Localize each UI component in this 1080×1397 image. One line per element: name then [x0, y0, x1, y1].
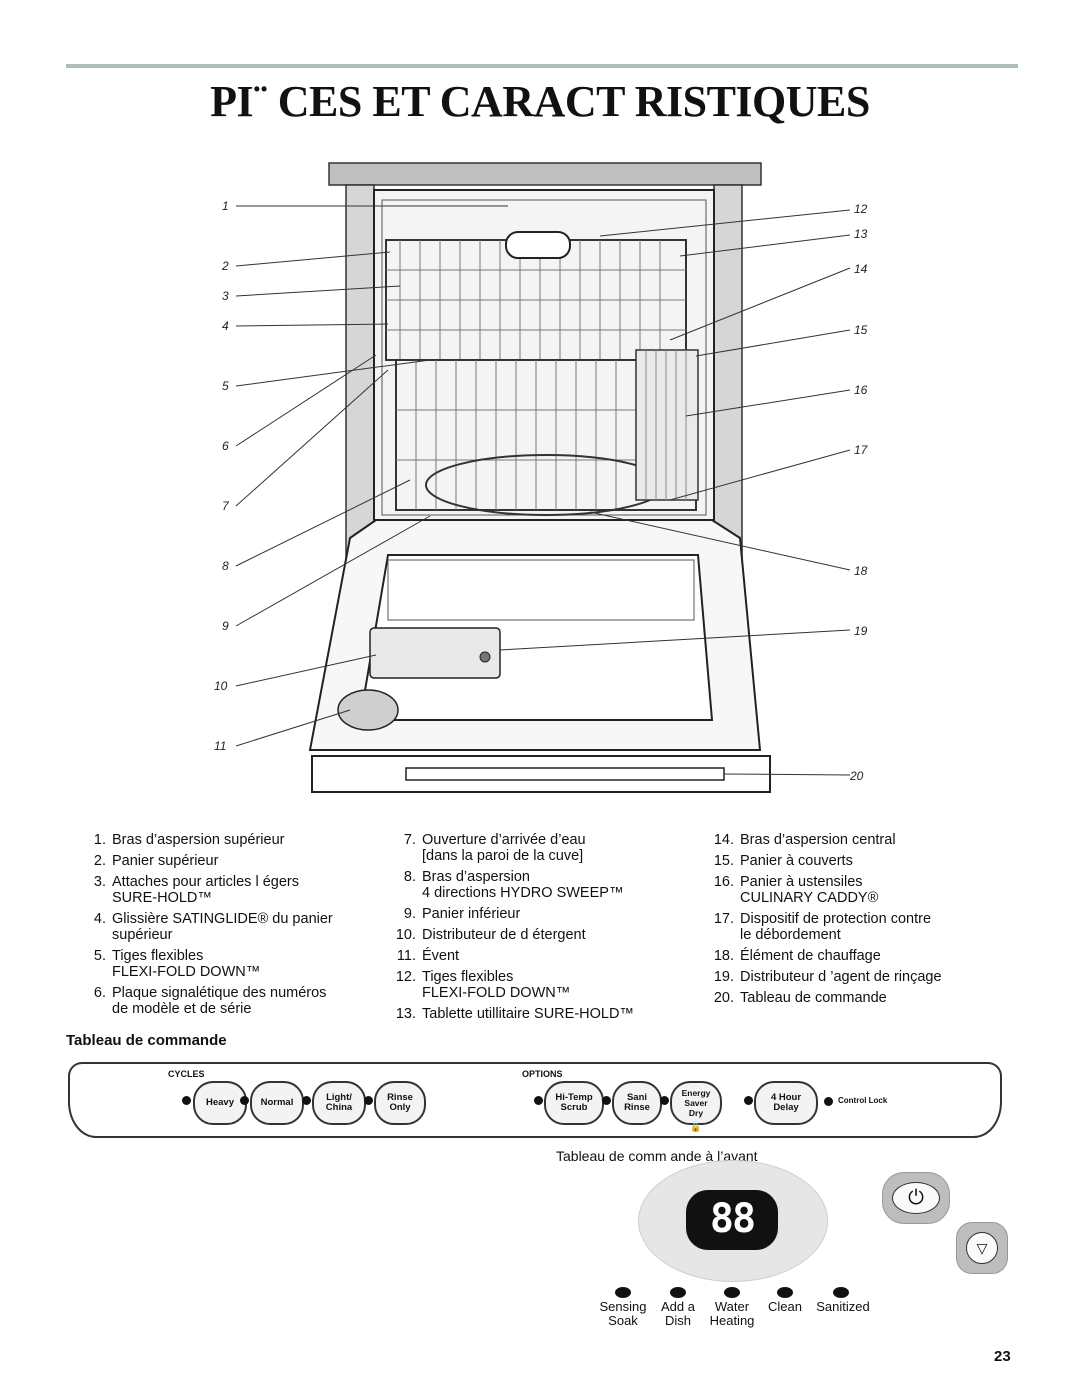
callout-7: 7	[222, 499, 229, 513]
legend-item: 5.Tiges flexibles FLEXI-FOLD DOWN™	[93, 948, 261, 980]
legend-item: 10.Distributeur de d étergent	[395, 927, 586, 943]
start-button[interactable]: ▽	[956, 1222, 1008, 1274]
callout-10: 10	[214, 679, 228, 693]
legend-item: 14.Bras d’aspersion central	[713, 832, 896, 848]
cycles-caption: CYCLES	[168, 1069, 205, 1079]
power-button[interactable]: ⏻	[882, 1172, 950, 1224]
display-digits: 88	[709, 1196, 756, 1242]
legend-item: 19.Distributeur d ’agent de rinçage	[713, 969, 942, 985]
callout-1: 1	[222, 199, 229, 213]
callout-16: 16	[854, 383, 868, 397]
callout-19: 19	[854, 624, 868, 638]
hi-temp-scrub-button[interactable]: Hi-Temp Scrub	[544, 1081, 604, 1125]
legend-item: 9.Panier inférieur	[403, 906, 521, 922]
control-lock-label: Control Lock	[838, 1096, 888, 1105]
page-title: PI¨ CES ET CARACT RISTIQUES	[210, 77, 870, 126]
sani-rinse-led	[602, 1096, 611, 1105]
water-heating-led	[724, 1287, 740, 1298]
clean-led	[777, 1287, 793, 1298]
normal-button[interactable]: Normal	[250, 1081, 304, 1125]
callout-14: 14	[854, 262, 868, 276]
callout-11: 11	[214, 739, 227, 753]
legend-item: 4.Glissière SATINGLIDE® du panier supéri…	[93, 911, 333, 943]
control-panel-heading: Tableau de commande	[66, 1032, 227, 1049]
legend-item: 15.Panier à couverts	[713, 853, 853, 869]
legend-item: 2.Panier supérieur	[93, 853, 219, 869]
heavy-button[interactable]: Heavy	[193, 1081, 247, 1125]
rinse-only-led	[364, 1096, 373, 1105]
legend-column-2: 7.Ouverture d’arrivée d’eau [dans la par…	[390, 832, 690, 1027]
legend-item: 20.Tableau de commande	[713, 990, 887, 1006]
control-lock-led	[824, 1097, 833, 1106]
energy-saver-led	[660, 1096, 669, 1105]
callout-5: 5	[222, 379, 229, 393]
legend-item: 17.Dispositif de protection contre le dé…	[713, 911, 932, 943]
clean-label: Clean	[768, 1299, 802, 1314]
options-caption: OPTIONS	[522, 1069, 563, 1079]
legend-item: 1.Bras d’aspersion supérieur	[93, 832, 285, 848]
sanitized-label: Sanitized	[816, 1299, 870, 1314]
heavy-led	[182, 1096, 191, 1105]
legend-item: 8.Bras d’aspersion 4 directions HYDRO SW…	[403, 869, 624, 901]
callout-6: 6	[222, 439, 229, 453]
callout-4: 4	[222, 319, 229, 333]
add-dish-led	[670, 1287, 686, 1298]
energy-saver-dry-button[interactable]: Energy Saver Dry	[670, 1081, 722, 1125]
light-china-button[interactable]: Light/ China	[312, 1081, 366, 1125]
callout-2: 2	[222, 259, 229, 273]
sensing-soak-label: Sensing Soak	[599, 1299, 647, 1328]
sanitized-led	[833, 1287, 849, 1298]
rinse-only-button[interactable]: Rinse Only	[374, 1081, 426, 1125]
front-panel-caption: Tableau de comm ande à l’avant	[556, 1148, 758, 1164]
legend-column-3: 14.Bras d’aspersion central 15.Panier à …	[708, 832, 1008, 1011]
hi-temp-led	[534, 1096, 543, 1105]
callout-18: 18	[854, 564, 868, 578]
callout-9: 9	[222, 619, 229, 633]
dishwasher-illustration: 1 2 3 4 5 6 7 8 9 10 11 12 13 14 15 16 1…	[200, 160, 890, 805]
legend-item: 3.Attaches pour articles l égers SURE-HO…	[93, 874, 299, 906]
digital-display: 88	[686, 1190, 778, 1250]
callout-13: 13	[854, 227, 868, 241]
legend-item: 16.Panier à ustensiles CULINARY CADDY®	[713, 874, 879, 906]
callout-12: 12	[854, 202, 868, 216]
lock-icon: 🔒	[690, 1122, 702, 1132]
legend-column-1: 1.Bras d’aspersion supérieur 2.Panier su…	[80, 832, 370, 1022]
add-dish-label: Add a Dish	[661, 1299, 695, 1328]
legend-item: 13.Tablette utillitaire SURE-HOLD™	[395, 1006, 634, 1022]
legend-item: 7.Ouverture d’arrivée d’eau [dans la par…	[403, 832, 586, 864]
legend-item: 12.Tiges flexibles FLEXI-FOLD DOWN™	[395, 969, 571, 1001]
control-panel: CYCLES OPTIONS Heavy Normal Light/ China…	[68, 1062, 1002, 1138]
callout-15: 15	[854, 323, 868, 337]
start-icon: ▽	[966, 1232, 998, 1264]
callout-20: 20	[850, 769, 864, 783]
callout-17: 17	[854, 443, 868, 457]
water-heating-label: Water Heating	[709, 1299, 755, 1328]
legend-item: 11.Évent	[396, 948, 460, 964]
dishwasher-drawing	[235, 162, 851, 793]
callout-8: 8	[222, 559, 229, 573]
callout-3: 3	[222, 289, 229, 303]
legend-item: 18.Élément de chauffage	[713, 948, 881, 964]
normal-led	[240, 1096, 249, 1105]
sani-rinse-button[interactable]: Sani Rinse	[612, 1081, 662, 1125]
page-number: 23	[994, 1348, 1011, 1365]
light-china-led	[302, 1096, 311, 1105]
4-hour-delay-button[interactable]: 4 Hour Delay	[754, 1081, 818, 1125]
legend-item: 6.Plaque signalétique des numéros de mod…	[93, 985, 327, 1017]
delay-led	[744, 1096, 753, 1105]
power-icon: ⏻	[892, 1182, 940, 1214]
sensing-soak-led	[615, 1287, 631, 1298]
top-rule	[66, 64, 1018, 68]
